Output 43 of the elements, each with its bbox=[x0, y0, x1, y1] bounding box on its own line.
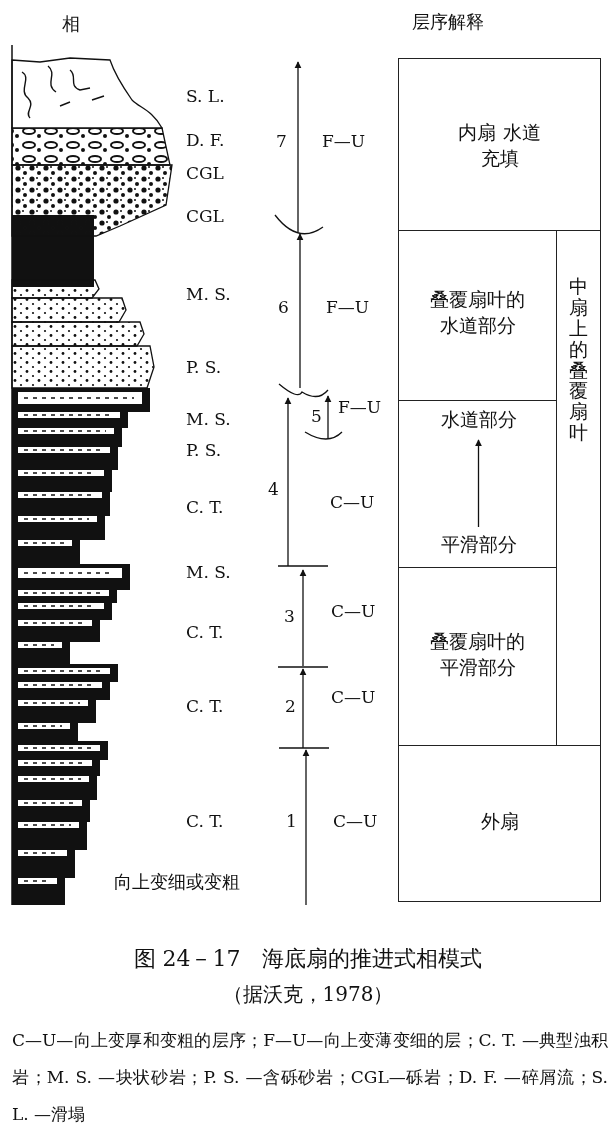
interpretation-box bbox=[398, 745, 601, 902]
interpretation-box bbox=[398, 58, 601, 231]
facies-label: C. T. bbox=[186, 497, 224, 517]
interpretation-text: 水道部分 bbox=[439, 407, 518, 432]
facies-label: M. S. bbox=[186, 409, 231, 429]
facies-label: C. T. bbox=[186, 622, 224, 642]
facies-label: 5 bbox=[311, 406, 322, 426]
facies-label: 1 bbox=[286, 811, 297, 831]
facies-label: 3 bbox=[284, 606, 295, 626]
facies-label: P. S. bbox=[186, 357, 222, 377]
interpretation-text: 中扇上的叠覆扇叶 bbox=[568, 276, 588, 444]
facies-label: M. S. bbox=[186, 562, 231, 582]
facies-label: 6 bbox=[278, 297, 289, 317]
arrow bbox=[475, 439, 482, 528]
facies-label: 4 bbox=[268, 479, 279, 499]
facies-label: C. T. bbox=[186, 696, 224, 716]
facies-label: C. T. bbox=[186, 811, 224, 831]
interpretation-text: 外扇 bbox=[479, 809, 520, 834]
facies-label: C—U bbox=[333, 811, 378, 831]
column-heading: 层序解释 bbox=[412, 12, 484, 32]
interpretation-text: 叠覆扇叶的平滑部分 bbox=[429, 629, 526, 680]
facies-label: 2 bbox=[285, 696, 296, 716]
facies-label: S. L. bbox=[186, 86, 225, 106]
facies-label: 向上变细或变粗 bbox=[114, 872, 240, 892]
source-note: （据沃克，1978） bbox=[221, 984, 395, 1004]
column-heading: 相 bbox=[62, 14, 80, 34]
facies-label: CGL bbox=[186, 163, 224, 183]
facies-label: C—U bbox=[331, 687, 376, 707]
interpretation-text: 叠覆扇叶的水道部分 bbox=[429, 287, 526, 338]
facies-label: C—U bbox=[330, 492, 375, 512]
facies-label: M. S. bbox=[186, 284, 231, 304]
interpretation-text: 内扇 水道充填 bbox=[457, 120, 542, 171]
facies-label: P. S. bbox=[186, 440, 222, 460]
facies-label: F—U bbox=[338, 397, 382, 417]
facies-label: CGL bbox=[186, 206, 224, 226]
facies-label: F—U bbox=[322, 131, 366, 151]
interpretation-text: 平滑部分 bbox=[439, 532, 518, 557]
facies-label: 7 bbox=[276, 131, 287, 151]
facies-label: C—U bbox=[331, 601, 376, 621]
abbreviation-note: C—U—向上变厚和变粗的层序；F—U—向上变薄变细的层；C. T. —典型浊积岩；M. S. —块状砂岩；P. S. —含砾砂岩；CGL—砾岩；D. F. —碎屑流；S. L. —滑塌 bbox=[12, 1029, 608, 1126]
facies-label: F—U bbox=[326, 297, 370, 317]
figure-caption: 图 24－17 海底扇的推进式相模式 bbox=[132, 946, 484, 972]
facies-label: D. F. bbox=[186, 130, 225, 150]
